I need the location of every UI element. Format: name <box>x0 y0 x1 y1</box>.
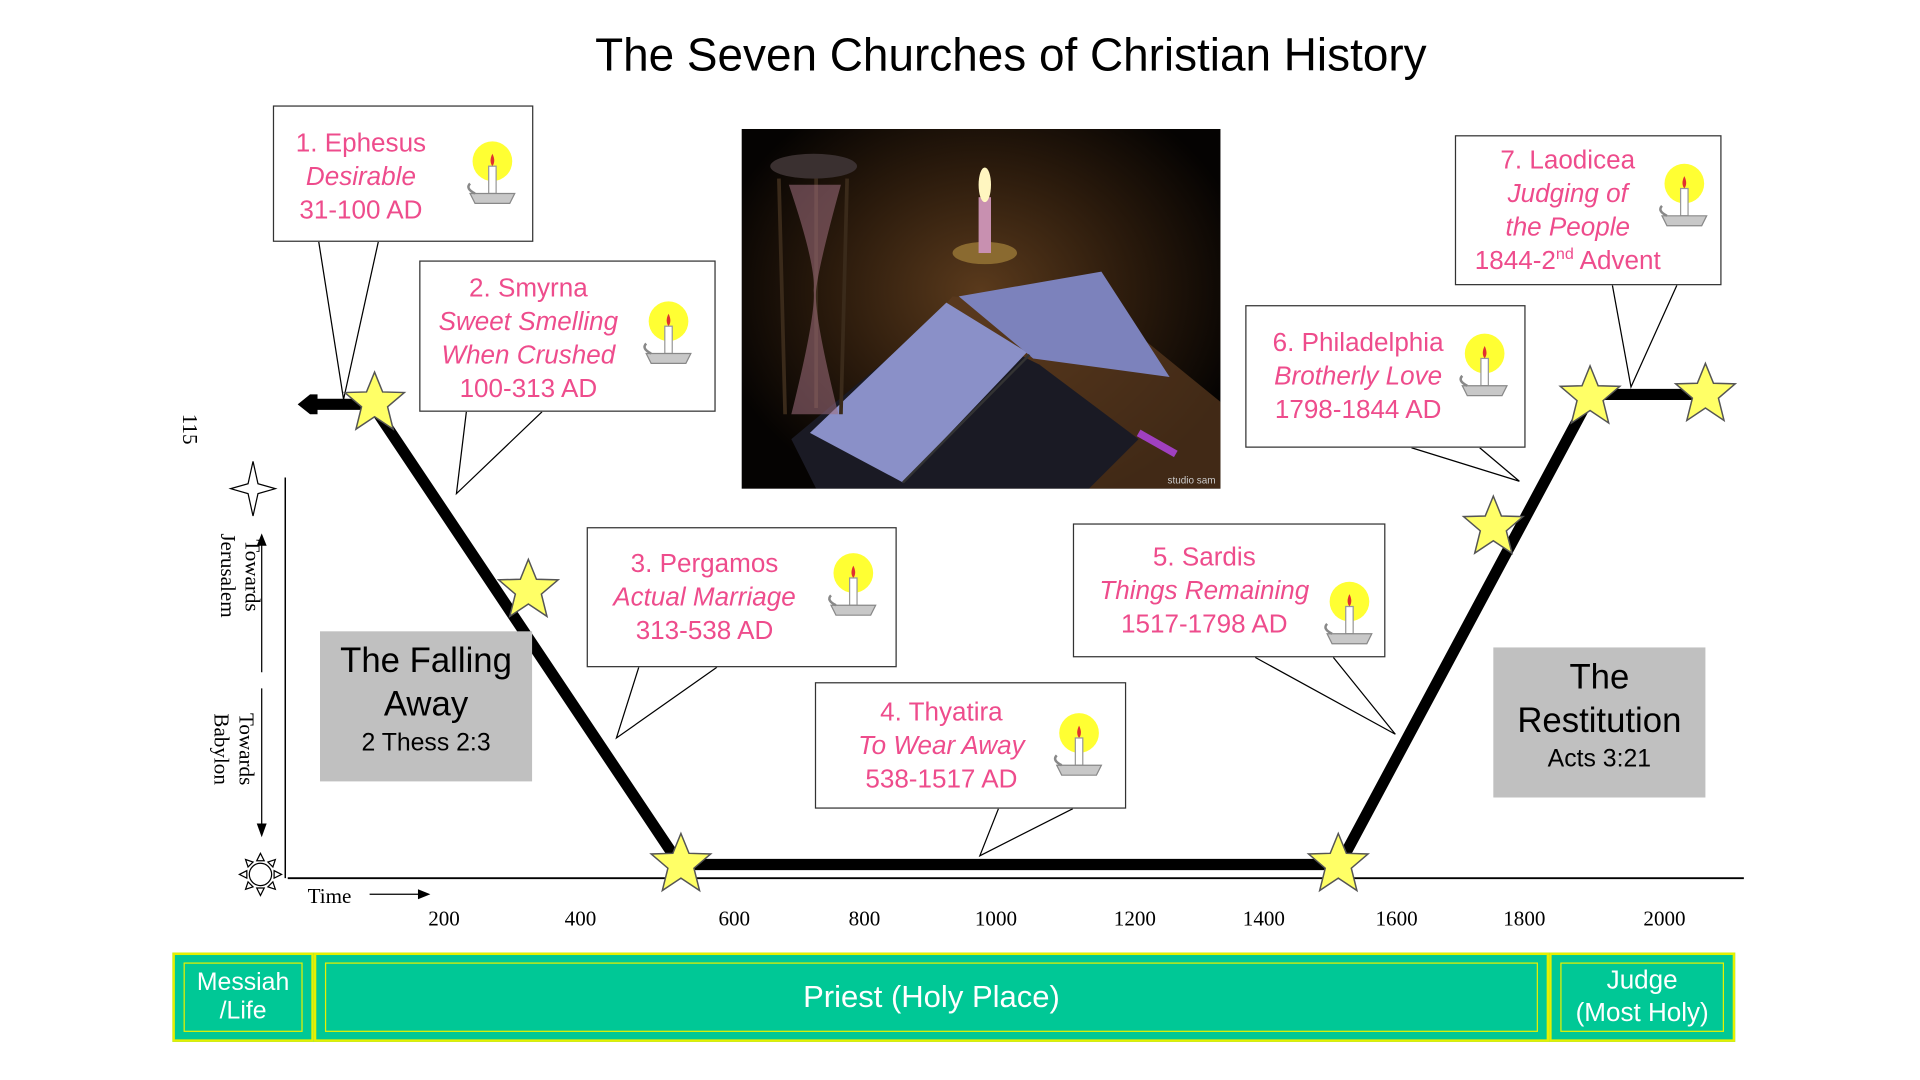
candle-icon <box>1659 163 1708 227</box>
candle-icon <box>467 141 516 205</box>
box-reference: Acts 3:21 <box>1547 745 1652 773</box>
bible-candle-photo: studio sam <box>741 128 1221 489</box>
church-meaning: To Wear Away <box>858 731 1025 761</box>
label-line: Jerusalem <box>215 533 240 618</box>
dates-end: Advent <box>1573 246 1661 276</box>
church-name: 5. Sardis <box>1152 543 1256 572</box>
star-laodicea <box>1559 365 1621 424</box>
star-end <box>1674 362 1736 422</box>
church-meaning: the People <box>1505 213 1631 242</box>
church-meaning: Sweet Smelling <box>438 307 619 337</box>
tick-label: 2000 <box>1643 906 1686 931</box>
phase-judge: Judge (Most Holy) <box>1549 952 1736 1042</box>
box-reference: 2 Thess 2:3 <box>361 729 491 757</box>
photo-illustration <box>770 153 1221 489</box>
church-meaning: Judging of <box>1507 179 1628 209</box>
phase-label: Judge <box>1606 966 1678 995</box>
church-name: 1. Ephesus <box>295 128 427 158</box>
diagram-title: The Seven Churches of Christian History <box>595 29 1427 81</box>
church-meaning: Desirable <box>305 162 416 192</box>
candle-icon <box>1324 581 1373 645</box>
church-name: 6. Philadelphia <box>1272 328 1444 358</box>
church-meaning: Things Remaining <box>1099 576 1310 606</box>
label-line: Towards <box>234 712 258 786</box>
church-dates: 313-538 AD <box>635 616 774 645</box>
candle-icon <box>643 301 692 365</box>
tick-label: 400 <box>564 906 597 931</box>
callout-ephesus: 1. Ephesus Desirable 31-100 AD <box>272 105 534 242</box>
tick-label: 1600 <box>1375 906 1418 931</box>
time-label: Time <box>307 884 352 908</box>
candle-icon <box>1459 333 1508 397</box>
tick-label: 600 <box>718 906 751 931</box>
falling-away-box: The Falling Away 2 Thess 2:3 <box>319 631 533 782</box>
phase-label: (Most Holy) <box>1575 998 1709 1027</box>
callout-laodicea: 7. Laodicea Judging of the People 1844-2… <box>1454 135 1722 286</box>
callout-smyrna: 2. Smyrna Sweet Smelling When Crushed 10… <box>419 260 716 412</box>
church-dates: 1798-1844 AD <box>1274 395 1442 425</box>
box-heading: The <box>1569 657 1630 696</box>
dates-start: 1844-2 <box>1474 246 1556 276</box>
tick-label: 1400 <box>1242 906 1285 931</box>
phase-label: Messiah <box>196 968 290 996</box>
tick-label: 800 <box>848 906 881 931</box>
phase-label: /Life <box>219 997 267 1025</box>
church-dates: 100-313 AD <box>459 374 598 404</box>
church-dates: 1844-2nd Advent <box>1456 244 1679 277</box>
side-number: 115 <box>177 413 202 445</box>
phase-label: Priest (Holy Place) <box>803 979 1060 1014</box>
callout-thyatira: 4. Thyatira To Wear Away 538-1517 AD <box>814 682 1127 809</box>
church-meaning: When Crushed <box>441 341 616 370</box>
label-line: Babylon <box>209 713 234 785</box>
star-sardis <box>1307 832 1369 892</box>
box-heading: The Falling <box>340 641 512 680</box>
photo-credit: studio sam <box>1167 475 1216 487</box>
phase-messiah: Messiah/Life <box>172 952 314 1042</box>
church-dates: 1517-1798 AD <box>1121 610 1288 639</box>
callout-pergamos: 3. Pergamos Actual Marriage 313-538 AD <box>586 527 897 668</box>
candle-icon <box>828 553 877 616</box>
church-meaning: Actual Marriage <box>613 582 796 612</box>
star-ephesus <box>344 371 406 430</box>
candle-icon <box>1053 713 1103 776</box>
church-dates: 31-100 AD <box>299 195 423 225</box>
church-meaning: Brotherly Love <box>1274 362 1443 391</box>
path-start-arrow <box>297 394 318 415</box>
restitution-box: The Restitution Acts 3:21 <box>1493 647 1706 798</box>
star-of-jerusalem-icon <box>228 461 278 517</box>
tick-label: 1000 <box>974 906 1018 931</box>
dates-ordinal: nd <box>1555 244 1574 263</box>
church-name: 7. Laodicea <box>1500 146 1636 175</box>
callout-sardis: 5. Sardis Things Remaining 1517-1798 AD <box>1072 523 1386 658</box>
box-heading: Restitution <box>1517 700 1682 740</box>
box-heading: Away <box>383 684 469 724</box>
church-name: 3. Pergamos <box>630 549 779 578</box>
tick-label: 1200 <box>1113 906 1156 931</box>
church-name: 2. Smyrna <box>469 274 588 303</box>
phase-priest: Priest (Holy Place) <box>313 952 1550 1042</box>
sun-icon <box>237 851 283 897</box>
callout-pointers <box>318 241 1678 858</box>
callout-philadelphia: 6. Philadelphia Brotherly Love 1798-1844… <box>1245 305 1526 448</box>
label-line: Towards <box>240 539 265 612</box>
church-name: 4. Thyatira <box>880 698 1003 727</box>
tick-label: 200 <box>428 906 460 931</box>
tick-label: 1800 <box>1503 906 1546 931</box>
church-dates: 538-1517 AD <box>865 765 1018 794</box>
